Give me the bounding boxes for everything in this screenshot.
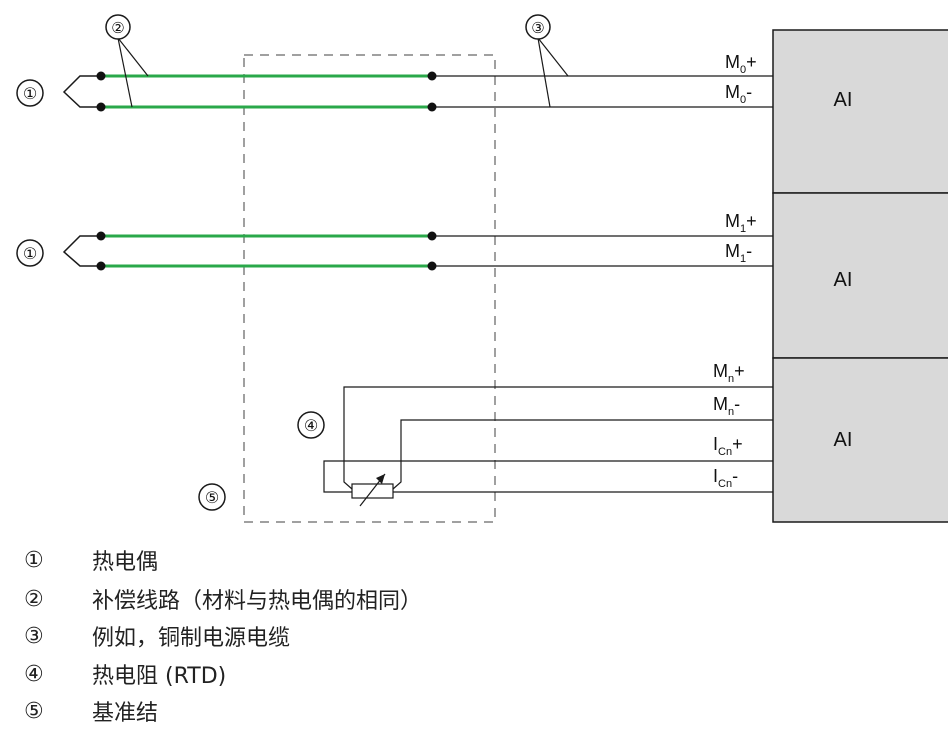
legend-number: ③ xyxy=(24,623,44,649)
terminal-mn-plus: Mn+ xyxy=(713,361,745,385)
legend-text: 热电偶 xyxy=(92,550,159,575)
ai-label-1: AI xyxy=(834,269,853,291)
svg-text:⑤: ⑤ xyxy=(205,488,219,507)
ai-label-n: AI xyxy=(834,429,853,451)
wire-icn-plus xyxy=(323,460,773,493)
legend-number: ④ xyxy=(24,661,44,687)
terminal-m1-plus: M1+ xyxy=(725,211,757,235)
terminal-m1-minus: M1- xyxy=(725,241,752,265)
reference-junction-box xyxy=(243,54,496,523)
callout-1b: ① xyxy=(16,239,44,267)
svg-text:②: ② xyxy=(111,19,124,37)
callout-1a: ① xyxy=(16,79,44,107)
svg-text:①: ① xyxy=(23,244,37,263)
callout-3: ③ xyxy=(525,14,551,40)
callout-4: ④ xyxy=(297,411,325,439)
ai-label-0: AI xyxy=(834,89,853,111)
terminal-mn-minus: Mn- xyxy=(713,394,740,418)
terminal-icn-minus: ICn- xyxy=(713,466,738,490)
ai-module-0 xyxy=(772,29,948,194)
rtd-resistor xyxy=(351,483,394,499)
legend-number: ⑤ xyxy=(24,698,44,724)
wiring-diagram: AI AI AI xyxy=(16,14,948,523)
legend-text: 热电阻 (RTD) xyxy=(92,664,227,689)
wire-mn-minus xyxy=(392,419,773,490)
legend-text: 基准结 xyxy=(92,701,159,726)
legend-number: ② xyxy=(24,586,44,612)
thermocouple-0 xyxy=(62,71,773,112)
legend-number: ① xyxy=(24,547,44,573)
svg-text:③: ③ xyxy=(531,19,544,37)
ai-module-n xyxy=(772,357,948,523)
thermocouple-1 xyxy=(62,231,773,271)
rtd-circuit xyxy=(323,386,773,507)
svg-text:①: ① xyxy=(23,84,37,103)
svg-text:④: ④ xyxy=(304,416,318,435)
callout-2: ② xyxy=(105,14,131,40)
ai-module-1 xyxy=(772,192,948,359)
terminal-icn-plus: ICn+ xyxy=(713,434,743,458)
legend-text: 补偿线路（材料与热电偶的相同） xyxy=(92,589,423,614)
callout-5: ⑤ xyxy=(198,483,226,511)
legend-text: 例如，铜制电源电缆 xyxy=(92,626,291,651)
terminal-m0-minus: M0- xyxy=(725,82,752,106)
terminal-m0-plus: M0+ xyxy=(725,52,757,76)
wire-mn-plus xyxy=(343,386,773,490)
